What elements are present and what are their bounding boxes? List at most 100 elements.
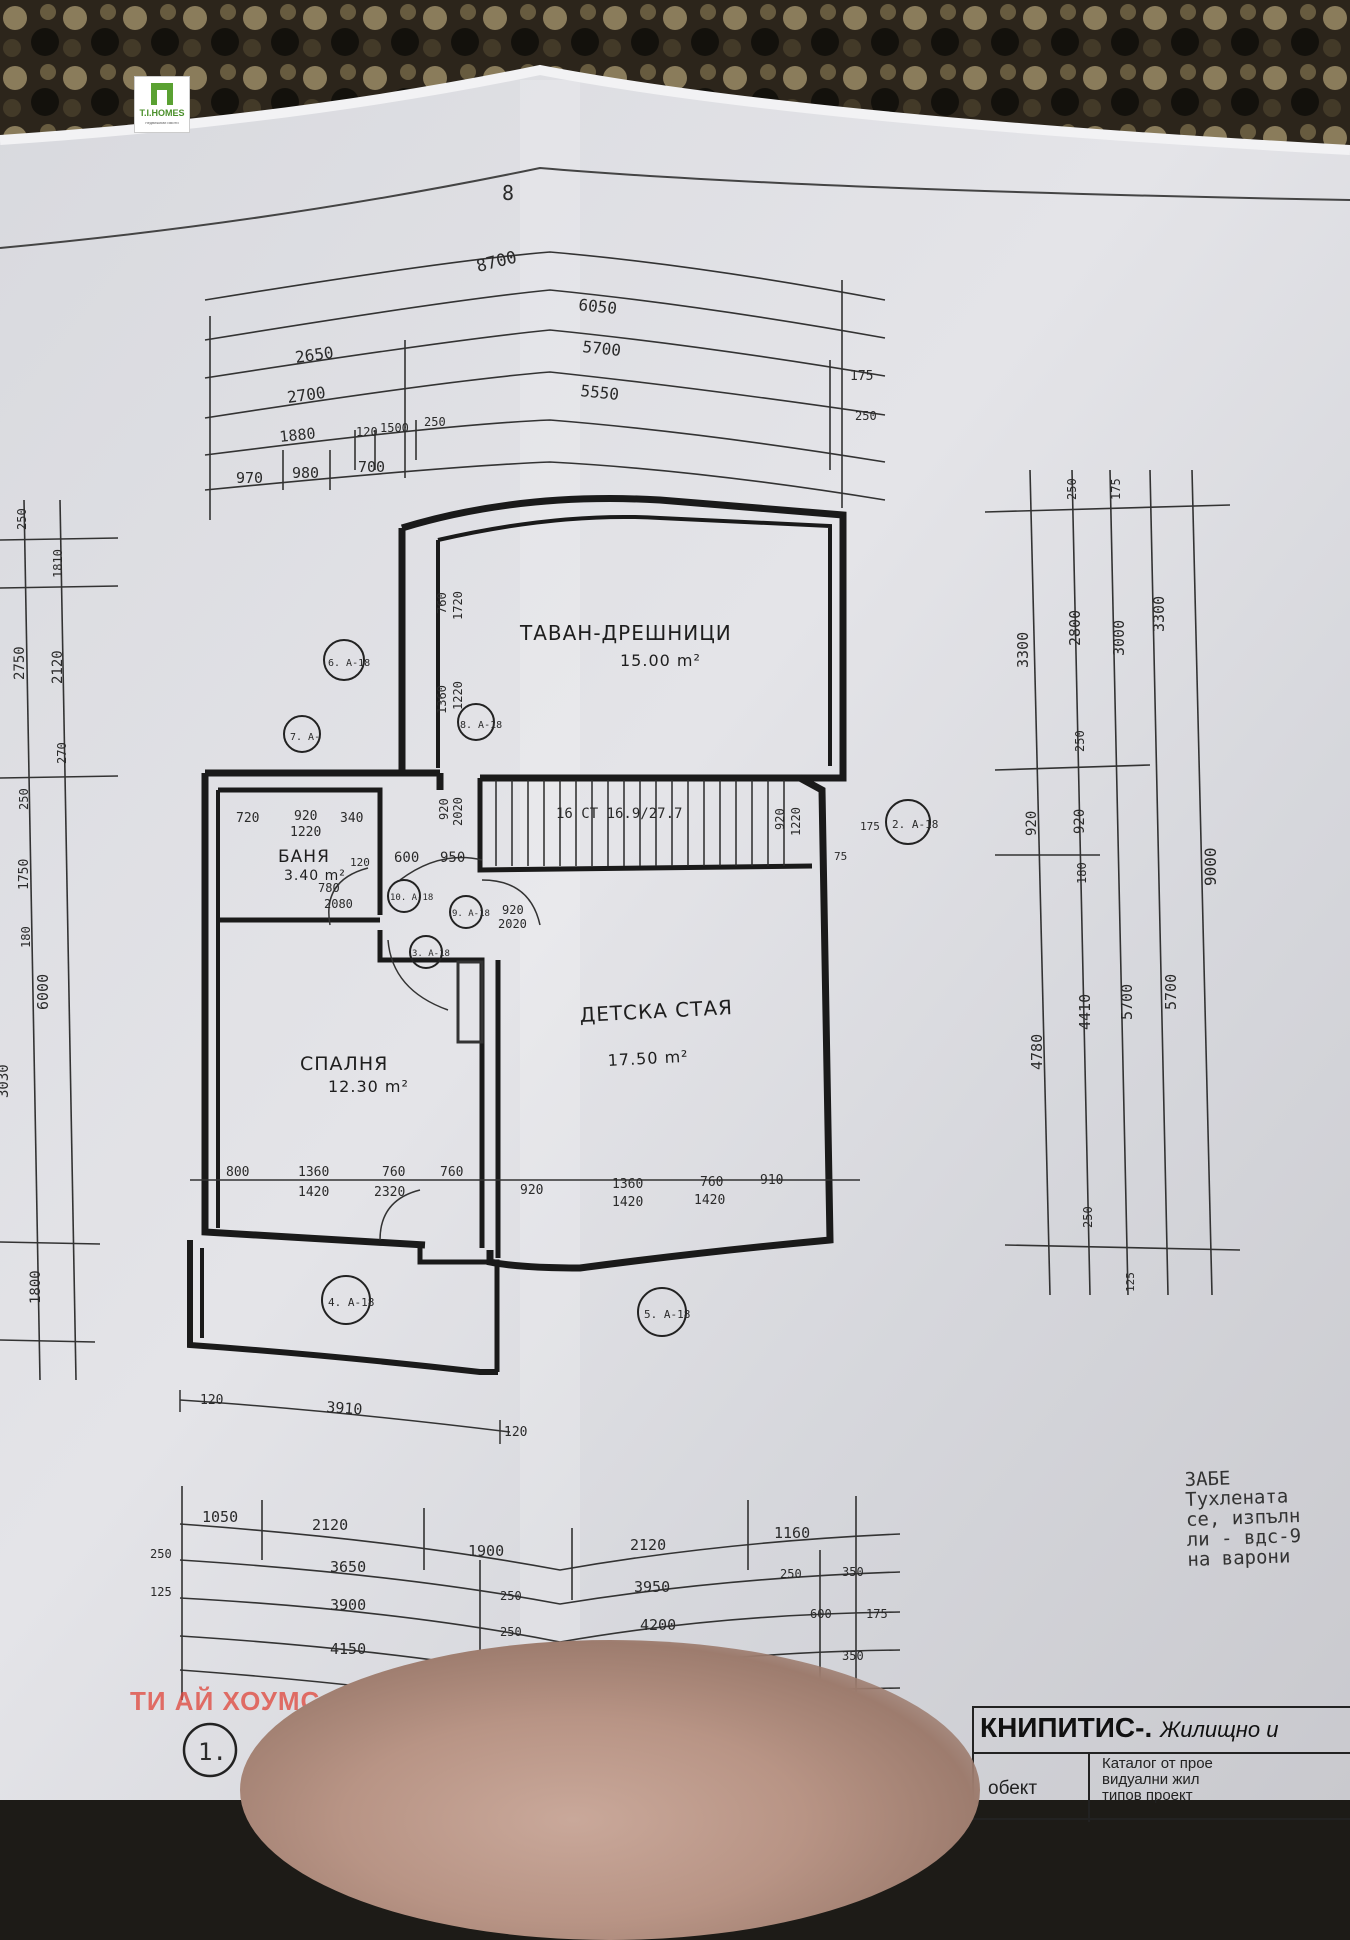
dim-top-1880: 1880 <box>279 424 317 446</box>
marker-6-label: 6. А-18 <box>328 658 370 669</box>
dim-passage-950: 950 <box>440 850 465 866</box>
notes-text: ЗАБЕ Тухлената се, изпълн ли - вдс-9 на … <box>1184 1467 1302 1571</box>
dim-right-250c: 250 <box>1081 1206 1095 1228</box>
dim-bot-350b: 350 <box>842 1649 864 1663</box>
marker-6 <box>323 639 365 681</box>
dim-attic-760: 760 <box>435 592 449 614</box>
dim-attic-1360: 1360 <box>435 685 449 714</box>
marker-2 <box>885 799 931 845</box>
dim-top-5550: 5550 <box>580 381 620 404</box>
marker-7-label: 7. А- <box>290 732 320 743</box>
dim-bot-350a: 350 <box>842 1565 864 1579</box>
dim-left-2120: 2120 <box>50 650 66 684</box>
dim-top-250a: 250 <box>424 415 446 429</box>
dim-right-180: 180 <box>1075 862 1089 884</box>
dim-passage-600: 600 <box>394 850 419 866</box>
marker-8 <box>457 703 495 741</box>
dim-left-2750: 2750 <box>12 646 28 680</box>
dim-bot-600: 600 <box>810 1607 832 1621</box>
dim-win-910: 910 <box>760 1173 783 1188</box>
dim-bot-3900: 3900 <box>330 1596 366 1614</box>
title-block-header: КНИПИТИС-. Жилищно и <box>980 1712 1279 1744</box>
left-dimension-lines <box>0 499 119 1381</box>
right-dimension-lines <box>984 469 1241 1296</box>
marker-10-label: 10. А-18 <box>390 893 433 903</box>
dim-left-1750: 1750 <box>17 859 32 890</box>
dim-bot-4200a: 4200 <box>640 1616 676 1634</box>
stair-treads <box>495 780 785 866</box>
dim-top-250b: 250 <box>855 409 877 423</box>
dim-door-920a: 920 <box>437 798 451 820</box>
marker-3a <box>409 935 443 969</box>
dim-win-760b: 760 <box>440 1165 463 1180</box>
dim-bath-340: 340 <box>340 811 363 826</box>
floor-plan-photo: 8 8700 2650 6050 2700 5700 175 1880 120 … <box>0 0 1350 1800</box>
dim-balcony-120b: 120 <box>504 1425 527 1440</box>
dim-bath-1220: 1220 <box>290 825 321 840</box>
dim-top-1500: 1500 <box>380 421 409 435</box>
dim-win-800: 800 <box>226 1165 249 1180</box>
dim-door-920b: 920 <box>502 903 524 917</box>
sheet-number: 8 <box>502 181 514 205</box>
dim-right-125: 125 <box>1124 1272 1137 1292</box>
company-logo: T.I.HOMES недвижими имоти <box>134 76 190 133</box>
room-bath-area: 3.40 m² <box>284 868 346 884</box>
title-block-org-rest: Жилищно и <box>1160 1717 1279 1742</box>
marker-10 <box>387 879 421 913</box>
dim-bot-250d: 250 <box>500 1625 522 1639</box>
dim-balcony-3910: 3910 <box>326 1398 363 1418</box>
room-child-area: 17.50 m² <box>607 1047 689 1070</box>
room-attic-area: 15.00 m² <box>620 651 701 670</box>
agency-watermark: ТИ АЙ ХОУМС <box>130 1686 321 1716</box>
dim-bot-1050: 1050 <box>202 1508 238 1526</box>
marker-9 <box>449 895 483 929</box>
right-dimension-texts: 3300 920 4780 250 2800 250 920 180 4410 … <box>1014 478 1220 1292</box>
axis-1 <box>182 1722 238 1778</box>
left-dimension-texts: 250 1810 2750 2120 270 250 1750 180 6000… <box>0 508 69 1304</box>
dim-bot-2120b: 2120 <box>630 1536 666 1554</box>
marker-8-label: 8. А-18 <box>460 720 502 731</box>
dim-right-4410: 4410 <box>1076 994 1094 1030</box>
dim-win-920: 920 <box>520 1183 543 1198</box>
dim-win-760a: 760 <box>382 1165 405 1180</box>
balcony-dimensions: 120 3910 120 <box>179 1390 527 1444</box>
room-attic-name: ТАВАН-ДРЕШНИЦИ <box>519 621 732 645</box>
dim-top-175: 175 <box>850 369 873 384</box>
title-block-divider <box>974 1752 1350 1754</box>
top-dimension-texts: 8700 2650 6050 2700 5700 175 1880 120 15… <box>236 248 877 487</box>
dim-bot-1160: 1160 <box>774 1524 810 1542</box>
dim-bot-2120a: 2120 <box>312 1516 348 1534</box>
dim-bot-3950: 3950 <box>634 1578 670 1596</box>
dim-right-3000: 3000 <box>1110 620 1128 656</box>
dim-right-920a: 920 <box>1024 811 1040 836</box>
marker-9-label: 9. А-18 <box>452 909 490 919</box>
marker-5-label: 5. А-18 <box>644 1308 690 1321</box>
dim-right-3300b: 3300 <box>1150 596 1168 632</box>
dim-stair-1220: 1220 <box>789 807 803 836</box>
dim-left-270: 270 <box>55 742 69 764</box>
dim-bath-920: 920 <box>294 809 317 824</box>
dim-left-3030: 3030 <box>0 1064 12 1098</box>
dim-left-250b: 250 <box>17 788 31 810</box>
dim-attic-1720: 1720 <box>451 591 465 620</box>
title-block-object-label: обект <box>988 1778 1038 1799</box>
dim-bot-3650: 3650 <box>330 1558 366 1576</box>
dim-win-1360a: 1360 <box>298 1165 329 1180</box>
dim-win-1360b: 1360 <box>612 1177 643 1192</box>
dim-door-2020b: 2020 <box>498 917 527 931</box>
marker-4-label: 4. А-18 <box>328 1296 374 1309</box>
dim-passage-120: 120 <box>350 856 370 869</box>
axis-1-label: 1. <box>198 1738 227 1766</box>
marker-5 <box>637 1287 687 1337</box>
dim-right-920b: 920 <box>1072 809 1088 834</box>
marker-4 <box>321 1275 371 1325</box>
door-swings <box>328 856 541 1241</box>
dim-bot-250b: 250 <box>500 1589 522 1603</box>
dim-top-5700: 5700 <box>582 337 622 360</box>
dim-win-760c: 760 <box>700 1175 723 1190</box>
dim-win-2320: 2320 <box>374 1185 405 1200</box>
dim-attic-1220: 1220 <box>451 681 465 710</box>
dim-right-3300a: 3300 <box>1014 632 1032 668</box>
dim-bot-250c: 250 <box>780 1567 802 1581</box>
dim-bot-4150: 4150 <box>330 1640 366 1658</box>
